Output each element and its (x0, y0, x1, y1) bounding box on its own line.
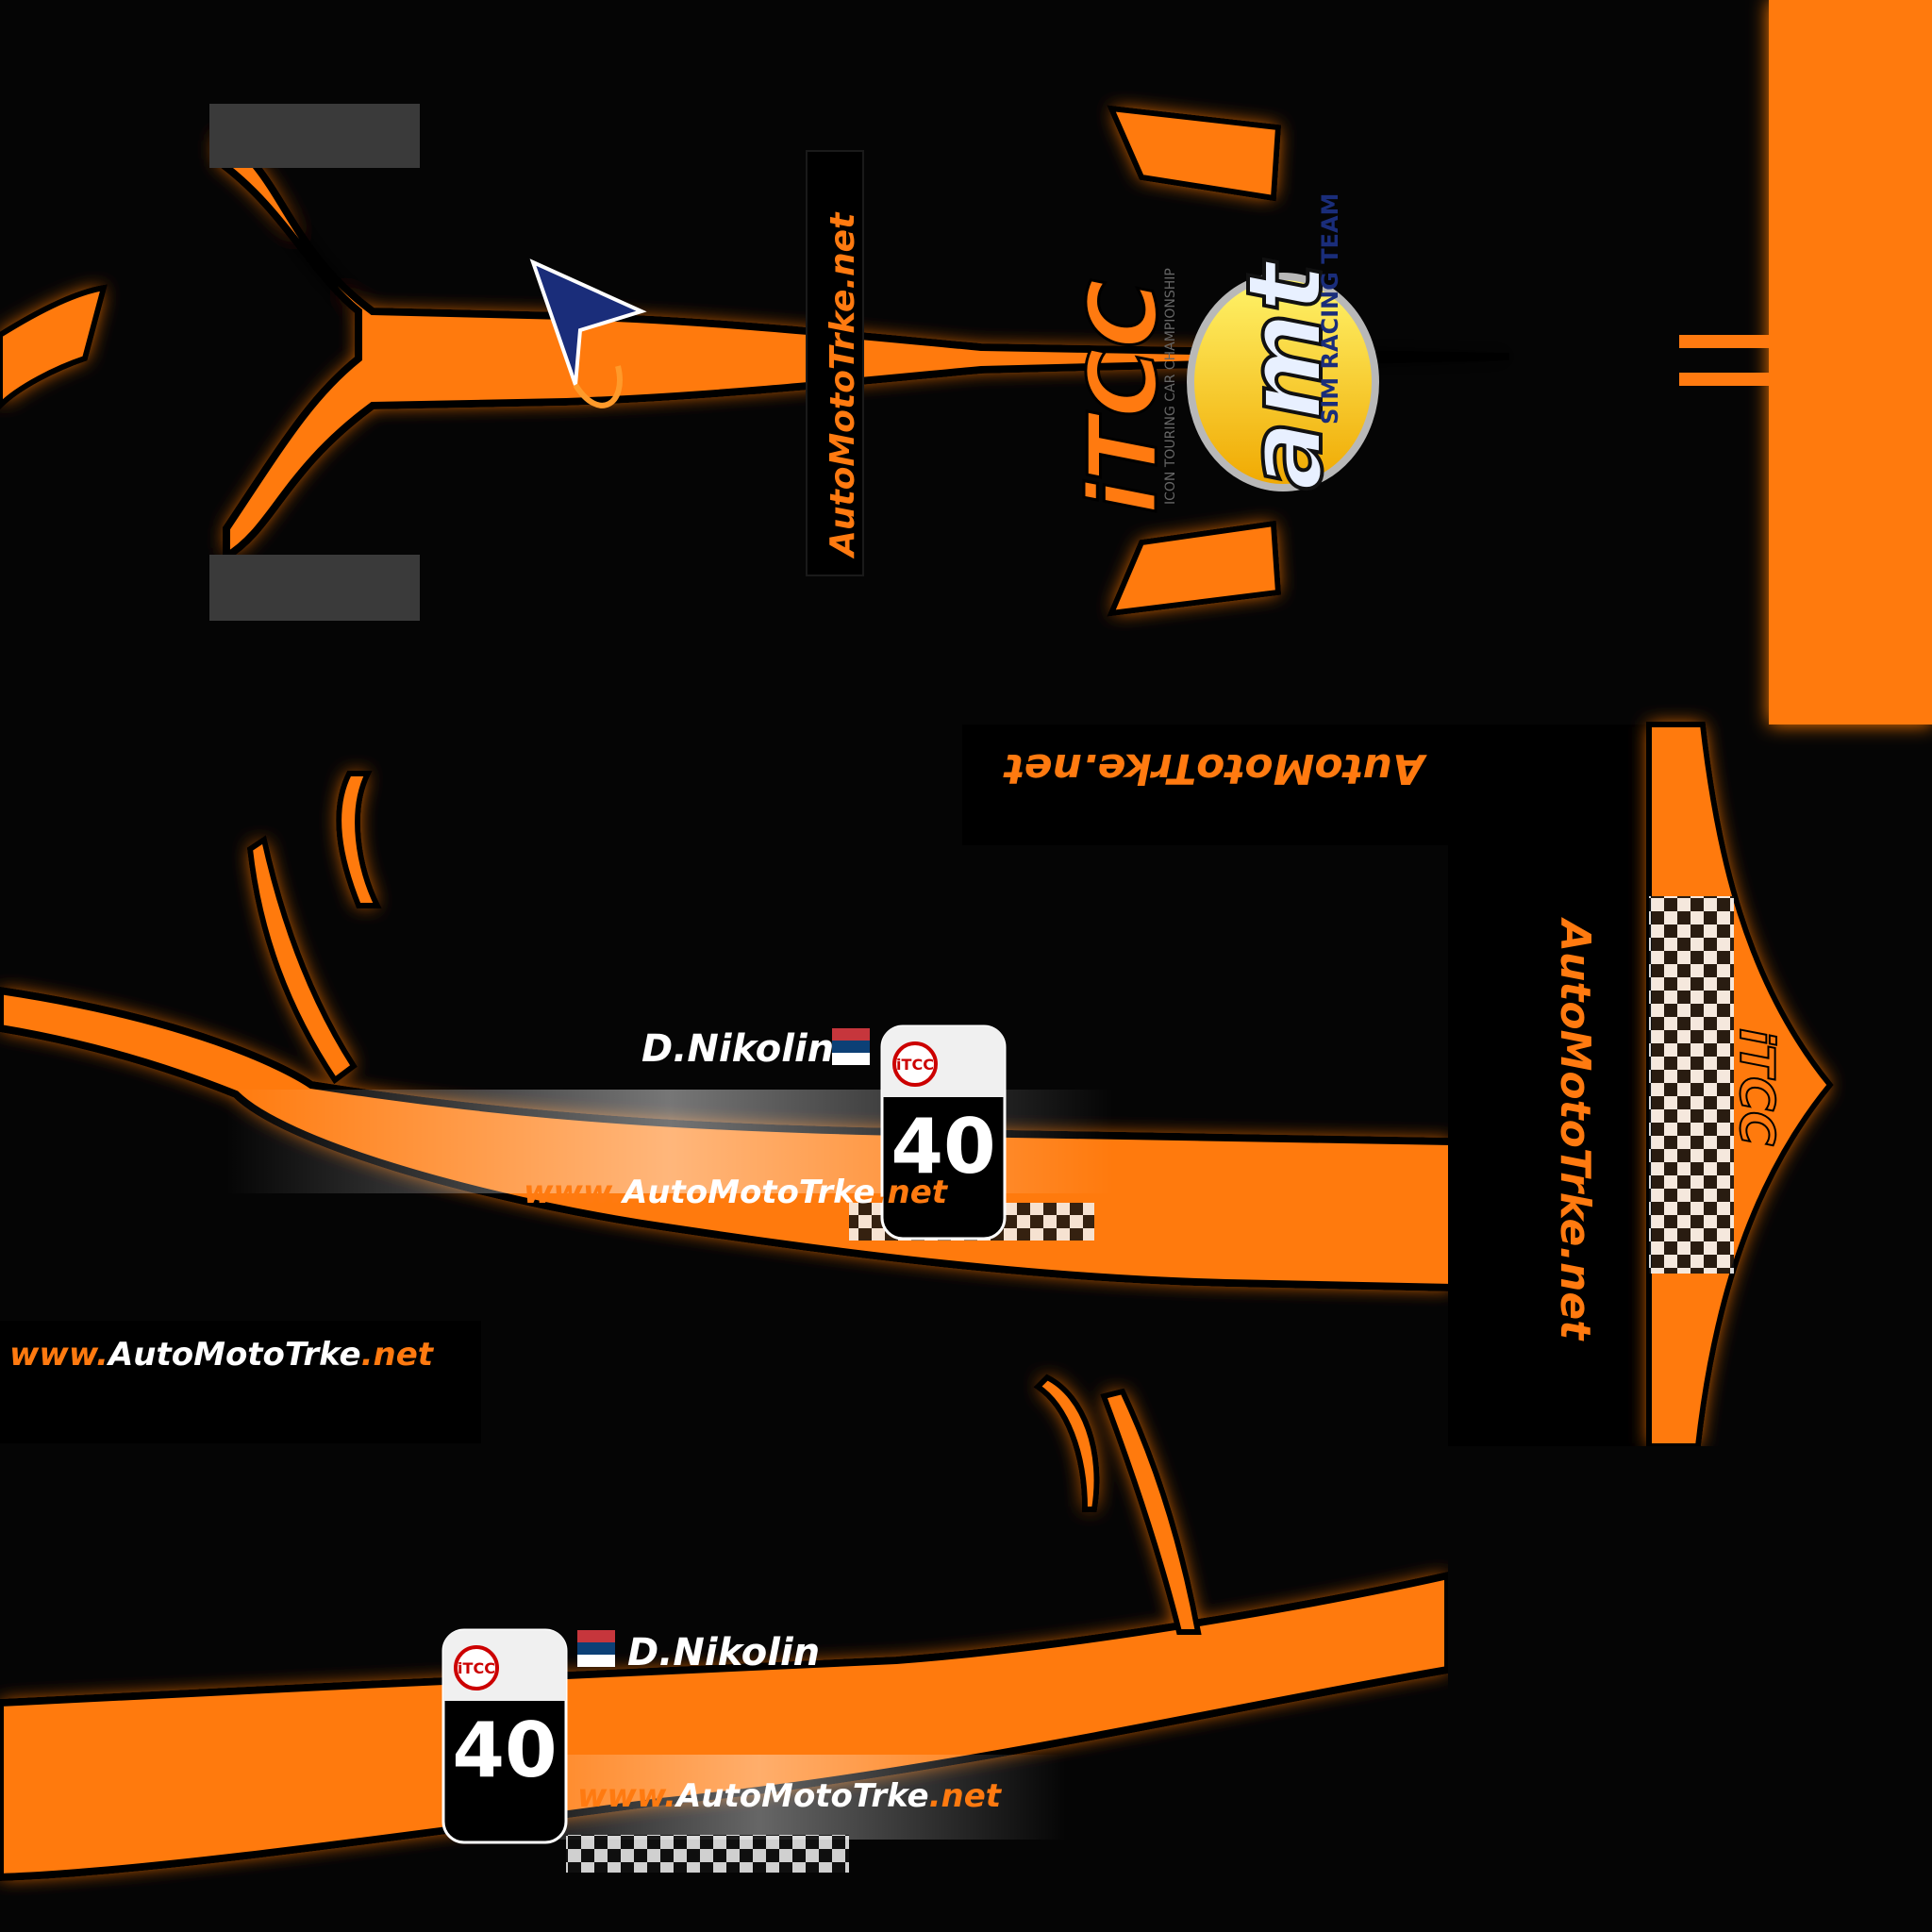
amt-logo-banner-top: AutoMotoTrke.net (806, 150, 864, 576)
car-number-lower: 40 (452, 1707, 557, 1794)
door-panel (1448, 724, 1649, 1446)
svg-text:iTCC: iTCC (1068, 279, 1178, 514)
hood-slash-top (1107, 105, 1282, 202)
website-block-left (0, 1321, 481, 1443)
svg-text:SIM RACING TEAM: SIM RACING TEAM (1317, 193, 1343, 425)
website-left: www.AutoMotoTrke.net (9, 1336, 435, 1374)
svg-text:iTCC: iTCC (458, 1659, 495, 1677)
checker-strip-lower (566, 1835, 849, 1873)
unused-area-bottom-right (1448, 1446, 1932, 1932)
amt-logo-vertical: AutoMotoTrke.net (1551, 917, 1599, 1341)
website-upper: www.AutoMotoTrke.net (524, 1174, 949, 1211)
amt-logo-text: AutoMotoTrke.net (824, 211, 862, 559)
driver-name-upper: D.Nikolin (641, 1027, 834, 1071)
website-lower: www.AutoMotoTrke.net (577, 1777, 1003, 1815)
number-plate-upper: iTCC 40 (880, 1024, 1007, 1241)
checker-door (1649, 896, 1734, 1274)
door-header (962, 724, 1448, 845)
grey-block-bottom (209, 555, 420, 621)
grey-block-top (209, 104, 420, 168)
svg-text:ICON TOURING CAR CHAMPIONSHIP: ICON TOURING CAR CHAMPIONSHIP (1163, 268, 1178, 505)
roof-line-1 (1679, 335, 1769, 348)
itcc-logo-door: iTCC (1729, 1028, 1784, 1146)
svg-text:amt: amt (1224, 259, 1345, 491)
serbia-flag-icon (832, 1028, 870, 1065)
car-number-upper: 40 (891, 1103, 995, 1191)
arrow-emblem-icon (529, 258, 647, 408)
driver-name-lower: D.Nikolin (627, 1631, 820, 1674)
amt-team-logo: amt SIM RACING TEAM (1187, 193, 1379, 492)
number-plate-lower: iTCC 40 (441, 1628, 568, 1844)
side-panel-lower (0, 1374, 1452, 1882)
amt-logo-upside-down: AutoMotoTrke.net (1003, 744, 1427, 792)
roof-line-2 (1679, 373, 1769, 386)
svg-text:iTCC: iTCC (896, 1056, 934, 1074)
roof-stripe-right (1769, 0, 1932, 724)
itcc-logo-top: iTCC ICON TOURING CAR CHAMPIONSHIP (1067, 268, 1180, 515)
serbia-flag-icon (577, 1630, 615, 1667)
hood-slash-bottom (1107, 520, 1282, 617)
